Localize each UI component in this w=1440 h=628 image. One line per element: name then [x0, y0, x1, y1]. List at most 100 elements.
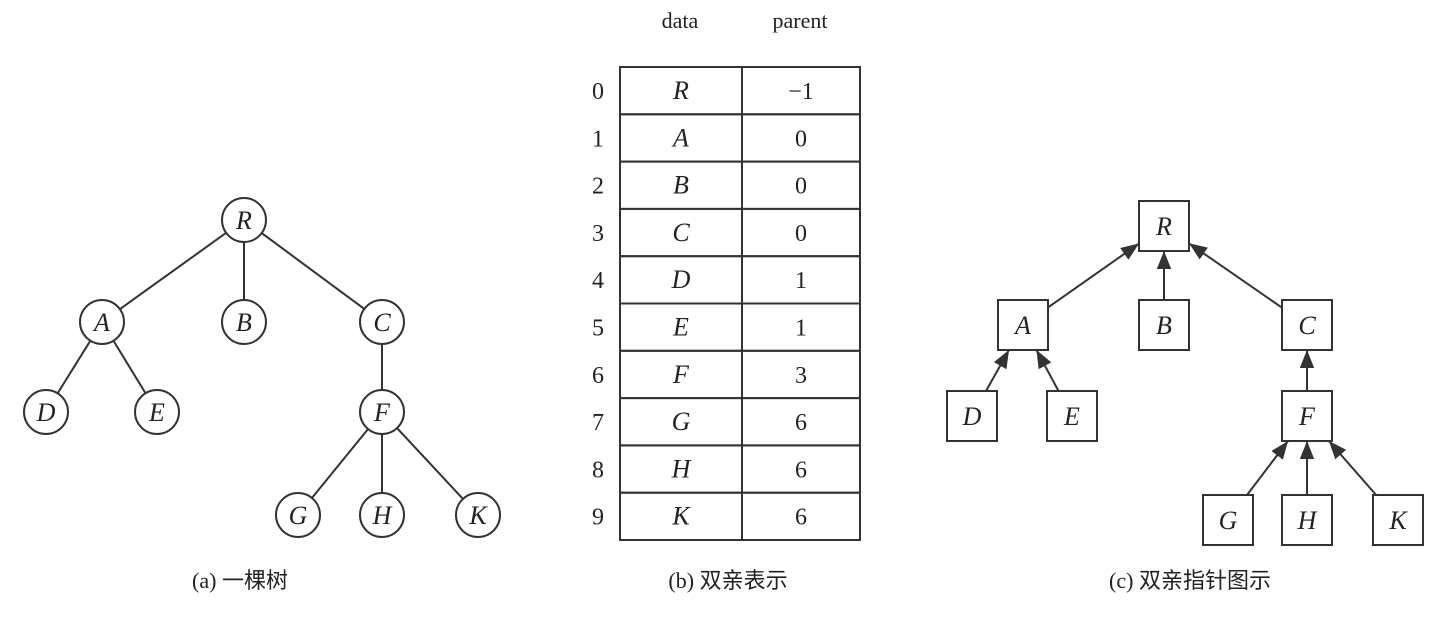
cell-parent: 0	[795, 174, 807, 200]
node-circle	[455, 492, 501, 538]
node-circle	[275, 492, 321, 538]
node-circle	[221, 197, 267, 243]
row-border	[619, 349, 861, 400]
cell-parent: 0	[795, 221, 807, 247]
node-circle	[79, 299, 125, 345]
table-row: 8 H 6	[592, 444, 861, 494]
node-label: K	[468, 501, 488, 530]
row-index: 1	[592, 126, 604, 152]
cell-data: B	[673, 171, 689, 200]
node-box	[1281, 390, 1333, 442]
node-label: E	[1063, 402, 1080, 431]
node-circle	[134, 389, 180, 435]
tree-node-A: A	[79, 299, 125, 345]
node-box	[1202, 494, 1254, 546]
cell-parent: 6	[795, 410, 807, 436]
header-parent: parent	[773, 8, 828, 33]
cell-data: C	[672, 218, 690, 247]
cell-data: F	[672, 360, 690, 389]
node-circle	[359, 299, 405, 345]
node-label: C	[373, 308, 391, 337]
pointer-diagram: R A B C D E F G H K	[946, 200, 1424, 546]
row-index: 3	[592, 221, 604, 247]
node-box	[1138, 200, 1190, 252]
node-label: G	[1219, 506, 1238, 535]
node-label: K	[1388, 506, 1408, 535]
pointer-node-E: E	[1046, 390, 1098, 442]
tree-node-H: H	[359, 492, 405, 538]
node-box	[997, 299, 1049, 351]
tree-node-G: G	[275, 492, 321, 538]
row-index: 9	[592, 505, 604, 531]
parent-pointer-G-to-F	[1246, 440, 1289, 496]
cell-parent: 0	[795, 126, 807, 152]
cell-data: A	[671, 123, 689, 152]
cell-data: E	[672, 313, 689, 342]
row-border	[619, 113, 861, 163]
node-box	[1281, 494, 1333, 546]
cell-data: G	[672, 407, 691, 436]
parent-pointer-E-to-A	[1035, 349, 1060, 392]
pointer-node-R: R	[1138, 200, 1190, 252]
row-index: 5	[592, 316, 604, 342]
node-box	[946, 390, 998, 442]
table-row: 1 A 0	[592, 113, 861, 163]
table-row: 2 B 0	[592, 160, 861, 210]
row-index: 2	[592, 174, 604, 200]
tree-edge-A-E	[112, 340, 147, 394]
row-index: 7	[592, 410, 604, 436]
node-box	[1046, 390, 1098, 442]
parent-pointer-K-to-F	[1328, 440, 1377, 496]
tree-node-K: K	[455, 492, 501, 538]
node-label: R	[1155, 212, 1172, 241]
cell-parent: −1	[788, 79, 814, 105]
tree-caption: (a) 一棵树	[192, 568, 288, 593]
cell-data: H	[671, 454, 692, 483]
row-border	[619, 66, 861, 116]
row-border	[619, 444, 861, 494]
node-label: E	[148, 398, 165, 427]
table-row: 3 C 0	[592, 207, 861, 258]
node-label: A	[1013, 311, 1031, 340]
tree-node-D: D	[23, 389, 69, 435]
table-caption: (b) 双亲表示	[668, 568, 787, 593]
pointer-node-D: D	[946, 390, 998, 442]
tree-node-E: E	[134, 389, 180, 435]
node-circle	[359, 492, 405, 538]
pointer-node-B: B	[1138, 299, 1190, 351]
cell-parent: 6	[795, 505, 807, 531]
node-label: G	[289, 501, 308, 530]
node-box	[1372, 494, 1424, 546]
pointer-node-H: H	[1281, 494, 1333, 546]
pointer-node-G: G	[1202, 494, 1254, 546]
row-border	[619, 302, 861, 352]
node-label: F	[1298, 402, 1316, 431]
node-label: A	[92, 308, 110, 337]
cell-parent: 3	[795, 363, 807, 389]
table-row: 7 G 6	[592, 397, 861, 447]
node-label: R	[235, 206, 252, 235]
tree-edge-A-D	[56, 340, 92, 394]
node-label: C	[1298, 311, 1316, 340]
row-index: 4	[592, 268, 604, 294]
cell-data: R	[672, 76, 689, 105]
parent-pointer-D-to-A	[985, 349, 1010, 392]
tree-node-F: F	[359, 389, 405, 435]
row-index: 0	[592, 79, 604, 105]
cell-data: D	[671, 265, 691, 294]
node-label: F	[373, 398, 391, 427]
header-data: data	[662, 8, 699, 33]
pointer-edges	[985, 242, 1377, 496]
tree-edge-R-C	[261, 232, 365, 310]
node-label: B	[1156, 311, 1172, 340]
row-index: 8	[592, 457, 604, 483]
tree-node-R: R	[221, 197, 267, 243]
cell-data: K	[671, 502, 691, 531]
cell-parent: 6	[795, 457, 807, 483]
node-box	[1138, 299, 1190, 351]
